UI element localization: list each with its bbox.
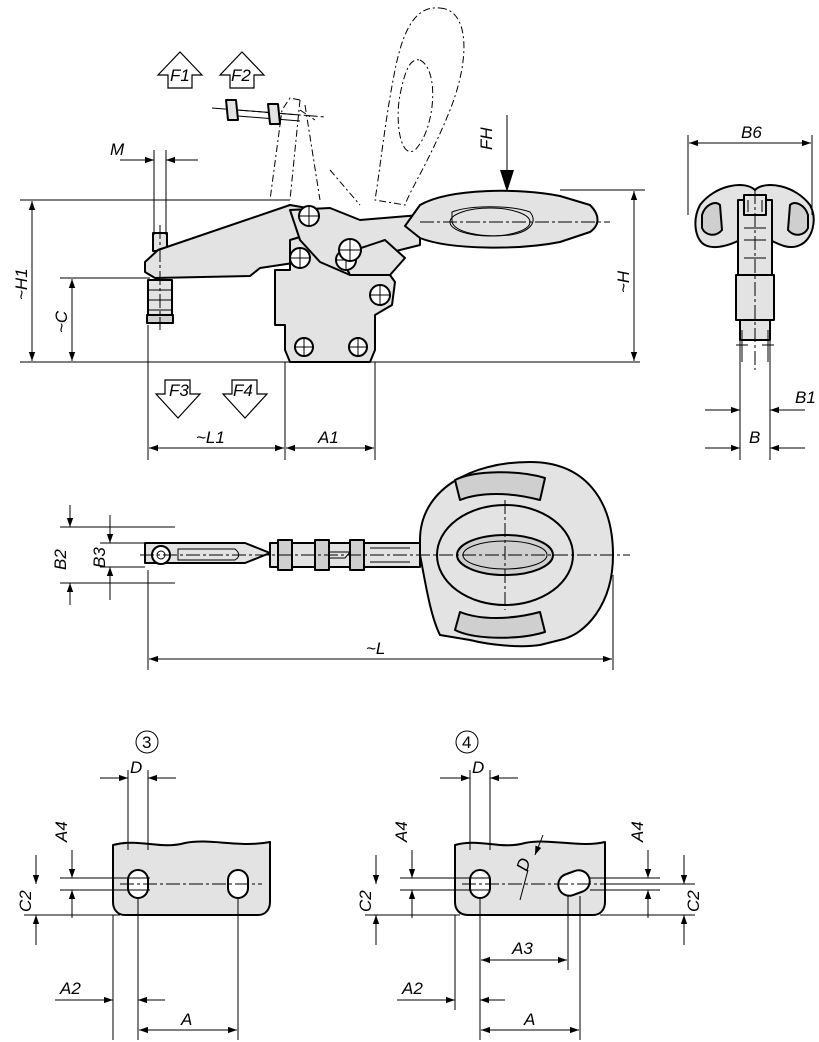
variant-3-marker: [135, 730, 159, 754]
svg-text:F4: F4: [233, 381, 253, 400]
dimension-d-top: D: [440, 758, 518, 850]
svg-text:A1: A1: [317, 428, 339, 447]
svg-text:A4: A4: [52, 821, 71, 843]
front-view: B6 B1 B: [687, 123, 816, 460]
dimension-a3: A3: [479, 896, 569, 1040]
force-arrow-f4: F4: [221, 379, 269, 419]
svg-text:F3: F3: [169, 381, 189, 400]
variant-4-marker: [455, 730, 479, 754]
svg-text:B6: B6: [741, 123, 762, 142]
dimension-b1: B1: [705, 340, 816, 460]
dimension-a4: A4: [52, 821, 150, 918]
svg-text:FH: FH: [477, 127, 496, 150]
svg-text:A: A: [180, 1010, 192, 1029]
side-view: F1 F2 F3 F4 FH M: [12, 7, 645, 460]
dimension-a4-right: A4: [590, 821, 660, 918]
dimension-b: B: [705, 428, 805, 452]
force-arrow-f3: F3: [154, 379, 202, 419]
svg-text:D: D: [513, 856, 535, 874]
svg-text:B2: B2: [51, 549, 70, 570]
svg-text:~L1: ~L1: [196, 428, 225, 447]
svg-text:C2: C2: [16, 890, 35, 912]
dimension-d: D: [100, 758, 176, 850]
pivot-pins: [289, 205, 391, 357]
svg-text:F1: F1: [170, 66, 190, 85]
svg-text:A2: A2: [59, 979, 81, 998]
link-bar: [339, 239, 406, 276]
dimension-b6: B6: [687, 123, 813, 215]
body-top: [269, 542, 421, 568]
force-arrow-f1: F1: [156, 51, 204, 89]
dimension-c2-left: C2: [356, 855, 460, 945]
svg-text:4: 4: [462, 733, 471, 752]
dimension-a: A: [139, 898, 239, 1040]
svg-text:B1: B1: [795, 388, 816, 407]
dimension-c2: C2: [16, 855, 120, 945]
dimension-c: ~C: [52, 277, 150, 361]
svg-text:A4: A4: [392, 821, 411, 843]
dimension-h1: ~H1: [12, 199, 640, 363]
svg-text:A: A: [523, 1010, 535, 1029]
dimension-a2: A2: [55, 898, 165, 1040]
dimension-d-slot: D: [513, 834, 544, 901]
svg-text:~H1: ~H1: [12, 268, 31, 300]
force-arrow-fh: FH: [477, 115, 514, 192]
open-position-outline: [211, 7, 465, 206]
variant-4-base-plate: 4 D D A4 C2: [356, 730, 703, 1040]
svg-text:D: D: [472, 758, 484, 777]
clamp-arm-top: [144, 542, 271, 564]
svg-text:B3: B3: [90, 547, 109, 568]
dimension-c2-right: C2: [600, 855, 703, 945]
svg-text:D: D: [130, 758, 142, 777]
dimension-a-v4: A: [481, 896, 581, 1040]
handle: [404, 189, 599, 249]
svg-text:F2: F2: [231, 66, 251, 85]
dimension-l: ~L: [147, 570, 614, 670]
dimension-l1: ~L1: [147, 325, 376, 460]
dimension-m: M: [110, 140, 198, 235]
svg-text:C2: C2: [356, 890, 375, 912]
svg-text:B: B: [749, 428, 760, 447]
svg-text:~H: ~H: [614, 270, 633, 293]
dimension-h: ~H: [560, 189, 645, 361]
svg-text:A4: A4: [628, 821, 647, 843]
svg-text:~C: ~C: [52, 310, 71, 333]
svg-text:M: M: [110, 140, 125, 159]
top-view: B2 B3 ~L: [51, 461, 630, 670]
variant-3-base-plate: 3 D A4 C2 A2: [16, 730, 271, 1040]
dimension-a4-left: A4: [392, 821, 490, 918]
dimension-a1: A1: [286, 428, 374, 452]
svg-text:A3: A3: [511, 939, 533, 958]
svg-text:C2: C2: [684, 890, 703, 912]
svg-text:A2: A2: [401, 979, 423, 998]
svg-text:3: 3: [142, 733, 151, 752]
svg-text:~L: ~L: [366, 639, 385, 658]
dimension-b2: B2: [51, 505, 175, 605]
force-arrow-f2: F2: [218, 51, 266, 89]
dimension-b3: B3: [90, 515, 145, 600]
dimension-a2-v4: A2: [397, 915, 505, 1010]
